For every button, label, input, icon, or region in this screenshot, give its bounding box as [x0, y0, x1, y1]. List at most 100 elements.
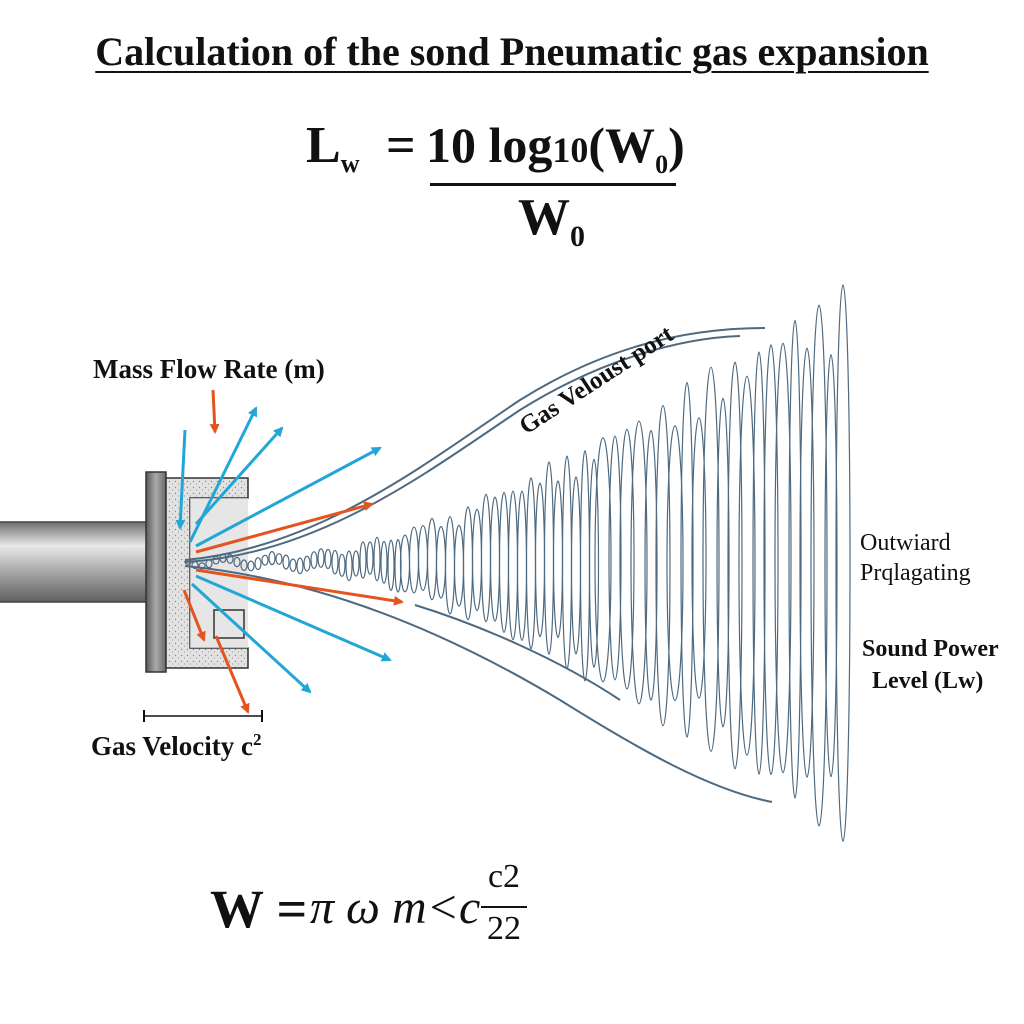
wave-ring [426, 517, 438, 601]
gas-velocity-label: Gas Velocity c2 [91, 730, 262, 762]
wave-ring [471, 508, 483, 612]
mass-flow-rate-label: Mass Flow Rate (m) [93, 354, 325, 384]
wave-ring [310, 551, 318, 569]
wave-ring [352, 550, 360, 577]
wave-ring [579, 450, 591, 682]
arrow-orange [214, 635, 250, 714]
outward-line-1: Outwiard [860, 530, 951, 556]
wave-ring [824, 354, 838, 778]
wave-ring [373, 536, 381, 582]
wave-ring [763, 344, 779, 776]
wave-ring [738, 375, 756, 756]
wave-ring [303, 555, 311, 572]
wave-ring [345, 550, 353, 582]
arrow-blue [195, 574, 392, 662]
wave-ring [552, 480, 564, 638]
wave-ring [233, 556, 241, 568]
formula-lhs: Lw [306, 116, 359, 179]
sound-wave-oscillations [184, 284, 851, 842]
formula-lhs-subscript: w [340, 149, 360, 178]
wave-ring [254, 557, 262, 571]
wave-ring [570, 476, 582, 655]
denominator-symbol: W [518, 189, 570, 246]
sound-power-level-formula: Lw = 10 log10(W0) W0 [300, 108, 720, 253]
wave-ring [480, 493, 492, 623]
wave-ring [408, 526, 420, 594]
arrow-orange [195, 568, 404, 606]
wave-ring [594, 437, 612, 683]
numerator-log: 10 log [426, 117, 553, 173]
bottom-formula-numerator: c2 [487, 858, 521, 895]
wave-ring [435, 525, 447, 599]
wave-ring [444, 516, 456, 615]
wave-ring [198, 562, 206, 570]
wave-ring [835, 284, 851, 842]
wave-ring [240, 559, 248, 571]
wave-ring [399, 534, 411, 593]
numerator-w: (W [588, 117, 656, 173]
wave-ring [247, 560, 255, 572]
numerator-close: ) [668, 117, 685, 173]
wave-ring [317, 548, 325, 568]
wave-ring [324, 548, 332, 570]
wave-ring [261, 554, 269, 566]
wave-ring [534, 482, 546, 638]
arrow-orange [209, 389, 220, 434]
wave-ring [289, 558, 297, 572]
formula-numerator: 10 log10(W0) [426, 116, 685, 180]
denominator-subscript: 0 [570, 220, 585, 253]
sound-line-2: Level (Lw) [872, 668, 984, 694]
wave-ring [282, 554, 290, 570]
wave-ring [498, 491, 510, 633]
bottom-formula-middle: π ω m<c [310, 881, 481, 934]
gas-velocity-port-label: Gas Veloust port [515, 320, 679, 440]
numerator-subscript: 0 [655, 150, 669, 179]
diagram-title: Calculation of the sond Pneumatic gas ex… [95, 29, 929, 74]
formula-denominator: W0 [518, 188, 585, 254]
wave-ring [366, 541, 374, 575]
pipe-icon [0, 521, 150, 603]
wave-ring [417, 525, 429, 591]
wave-ring [516, 490, 528, 641]
wave-ring [205, 559, 213, 569]
arrow-blue [194, 426, 284, 526]
wave-ring [644, 430, 658, 701]
numerator-base: 10 [552, 130, 589, 170]
flow-arrows [175, 389, 404, 714]
wave-ring [666, 425, 684, 702]
wave-ring [619, 428, 635, 690]
formula-equals: = [386, 117, 416, 174]
wave-ring [655, 405, 671, 727]
wave-ring [380, 540, 388, 584]
wave-ring [799, 347, 815, 778]
gas-velocity-text: Gas Velocity c [91, 731, 253, 761]
wave-ring [219, 553, 227, 563]
wave-ring [338, 553, 346, 577]
formula-lhs-symbol: L [306, 117, 341, 174]
wave-ring [184, 559, 192, 565]
wave-ring [507, 490, 519, 641]
wave-ring [268, 550, 276, 566]
arrow-orange [182, 589, 206, 642]
outward-line-2: Prqlagating [860, 560, 971, 586]
wave-ring [212, 555, 220, 565]
wave-ring [359, 541, 367, 579]
wave-ring [489, 496, 501, 622]
wave-ring [561, 455, 573, 670]
wave-ring [702, 366, 720, 752]
wave-ring [543, 461, 555, 655]
arrow-blue [175, 429, 187, 530]
wave-ring [727, 361, 743, 770]
arrow-blue [195, 446, 382, 548]
outward-propagating-label: Outwiard Prqlagating [860, 528, 971, 588]
arrow-blue [190, 582, 312, 694]
wave-ring [331, 549, 339, 575]
wave-ring [275, 553, 283, 565]
wave-ring [453, 524, 465, 607]
wave-ring [788, 319, 802, 799]
wave-ring [752, 351, 766, 775]
sound-line-1: Sound Power [862, 636, 999, 662]
wave-ring [296, 557, 304, 575]
wave-ring [716, 397, 730, 728]
